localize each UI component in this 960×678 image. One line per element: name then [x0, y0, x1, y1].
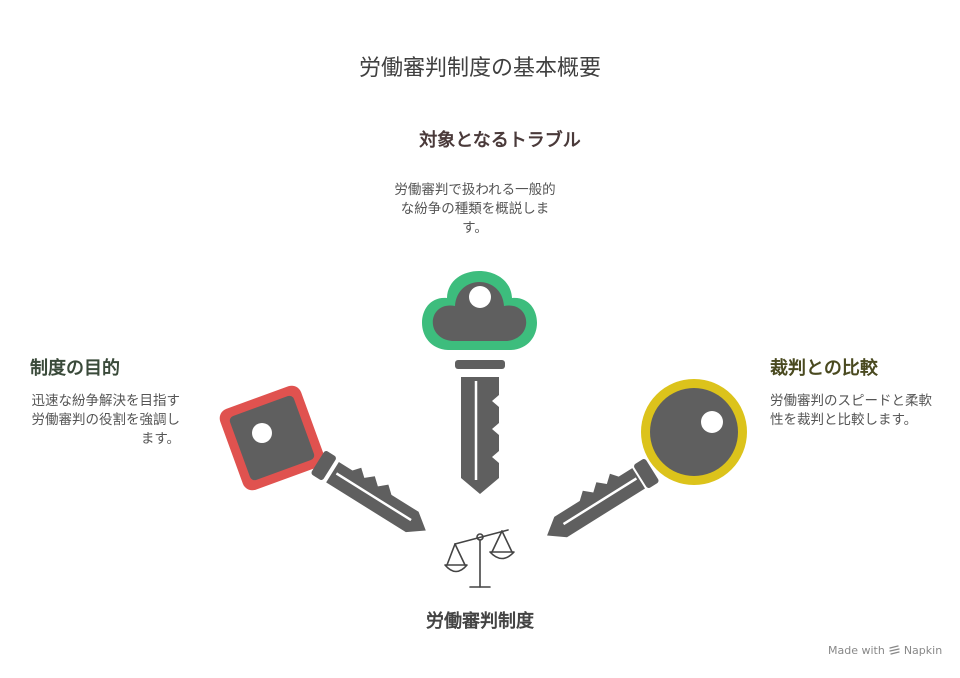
right-key-groove [562, 477, 638, 526]
left-description: 迅速な紛争解決を目指す労働審判の役割を強調します。 [31, 393, 181, 447]
footer[interactable]: Made with Napkin [828, 644, 942, 657]
top-key-blade [461, 377, 499, 494]
right-key-hole [701, 411, 723, 433]
top-heading: 対象となるトラブル [419, 130, 581, 151]
top-description: 労働審判で扱われる一般的な紛争の種類を概説します。 [394, 182, 556, 236]
left-key [219, 385, 426, 533]
top-key [421, 271, 538, 494]
center-label: 労働審判制度 [426, 611, 534, 632]
brand-text: Napkin [903, 644, 943, 657]
left-key-groove [335, 472, 412, 522]
made-with-text: Made with [828, 644, 885, 657]
page-title: 労働審判制度の基本概要 [358, 56, 601, 81]
left-key-hole [252, 423, 272, 443]
left-key-blade [326, 461, 426, 533]
top-key-collar [455, 360, 505, 369]
napkin-logo-icon [889, 645, 900, 655]
left-key-collar [311, 451, 336, 480]
top-key-hole [469, 286, 491, 308]
right-key-head [650, 388, 738, 476]
top-key-head [432, 282, 527, 341]
scales-of-justice-icon [444, 529, 515, 588]
right-key-collar [634, 459, 659, 488]
right-description: 労働審判のスピードと柔軟性を裁判と比較します。 [770, 393, 932, 428]
right-key [547, 379, 747, 538]
left-heading: 制度の目的 [30, 358, 120, 379]
right-heading: 裁判との比較 [770, 358, 878, 379]
right-key-blade [547, 468, 646, 538]
left-key-head [229, 395, 315, 481]
